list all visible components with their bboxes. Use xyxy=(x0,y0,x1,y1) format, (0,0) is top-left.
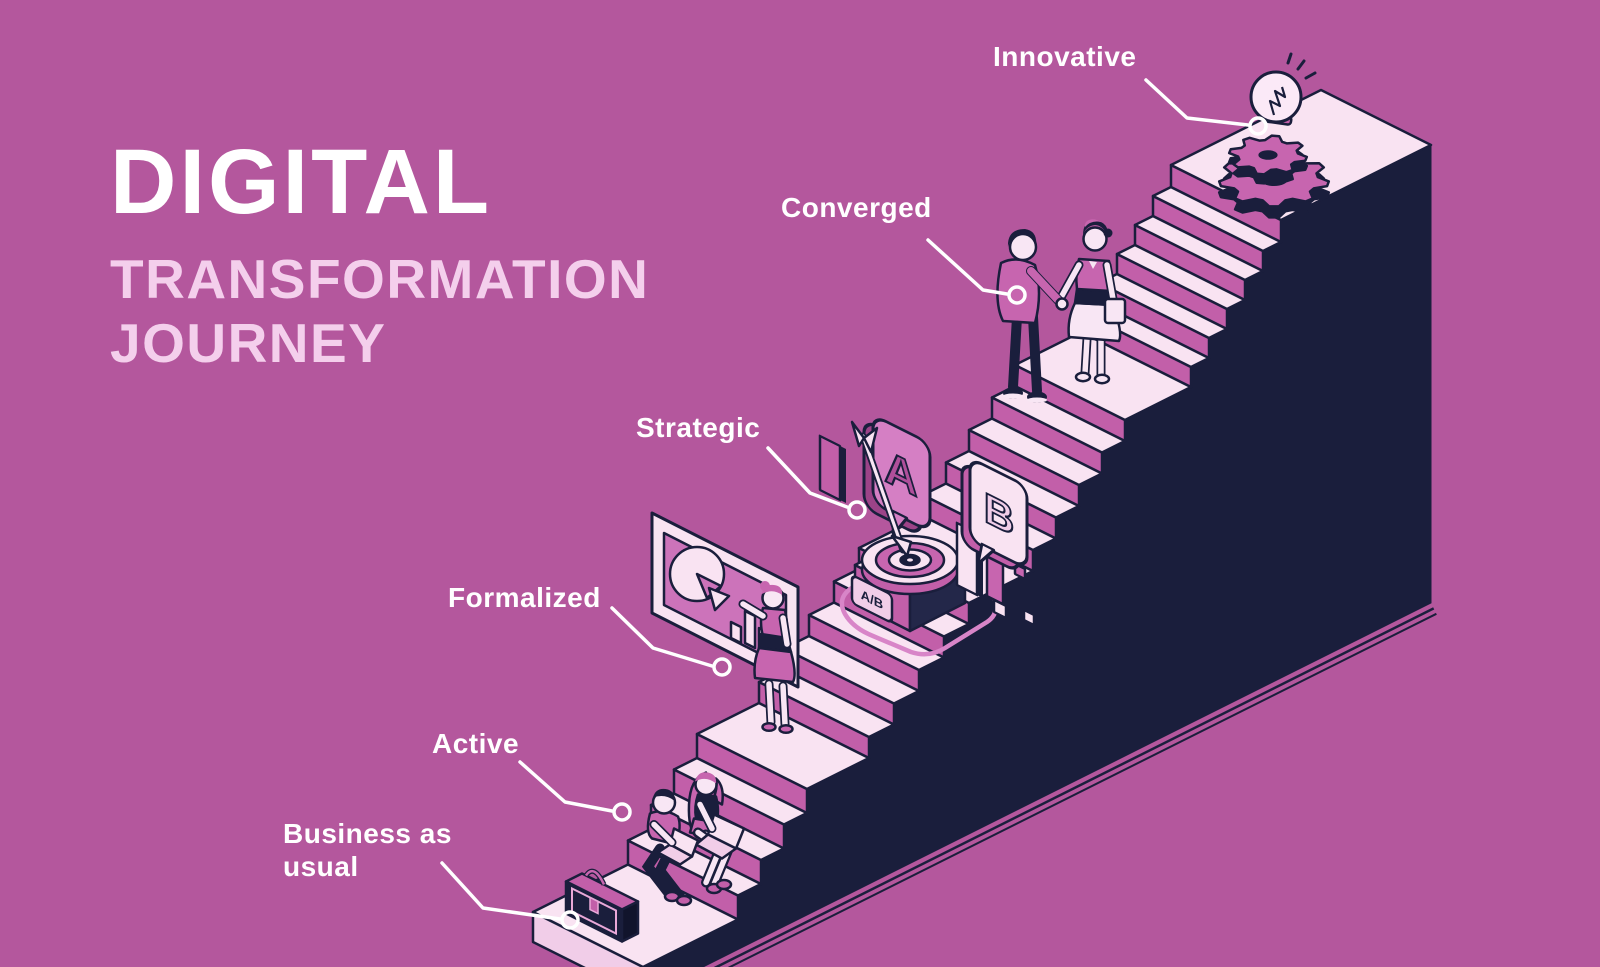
stage-label: Formalized xyxy=(448,582,601,613)
stage-label: Strategic xyxy=(636,412,760,443)
baseboard-lines xyxy=(713,607,1437,967)
lightbulb-gears-icon xyxy=(1217,52,1331,219)
stage-labels: Business as usual Active Formalized Stra… xyxy=(283,41,1268,930)
stage-label: Business as xyxy=(283,818,452,849)
handshake-icon xyxy=(996,219,1127,403)
label-formalized: Formalized xyxy=(448,582,732,677)
gear-hole xyxy=(1258,150,1278,160)
people-working-on-laptops-icon xyxy=(641,771,746,907)
briefcase-icon xyxy=(564,868,640,943)
presenter-person xyxy=(738,581,796,735)
leader-marker xyxy=(612,802,632,822)
ab-test-target-icon: B A A/B xyxy=(818,418,1036,657)
variant-b-bubble: B xyxy=(960,460,1029,570)
label-converged: Converged xyxy=(781,192,1027,305)
label-business-as-usual: Business as usual xyxy=(283,818,580,930)
page-subtitle-line2: JOURNEY xyxy=(110,312,386,374)
page-title: DIGITAL xyxy=(110,131,492,233)
label-active: Active xyxy=(432,728,632,822)
variant-a-bubble: A xyxy=(862,418,932,537)
ab-plate: A/B xyxy=(850,575,894,623)
presentation-board-icon xyxy=(650,511,800,735)
label-innovative: Innovative xyxy=(993,41,1268,136)
page-subtitle-line1: TRANSFORMATION xyxy=(110,248,649,310)
leader-marker xyxy=(1007,285,1027,305)
baseboard-line xyxy=(727,612,1437,967)
stage-label: Active xyxy=(432,728,519,759)
label-strategic: Strategic xyxy=(636,412,867,520)
pie-chart-icon xyxy=(668,545,731,612)
baseboard-line xyxy=(713,607,1435,967)
title-block: DIGITAL TRANSFORMATION JOURNEY xyxy=(110,131,649,374)
handshake-woman xyxy=(1054,219,1127,385)
stage-label: Innovative xyxy=(993,41,1136,72)
handshake-man xyxy=(996,229,1069,403)
stage-label: usual xyxy=(283,851,359,882)
leader-marker xyxy=(1248,116,1268,136)
leader-marker xyxy=(560,910,580,930)
stage-label: Converged xyxy=(781,192,932,223)
gears-icon xyxy=(1217,134,1331,219)
leader-marker xyxy=(847,500,867,520)
bulb-filament xyxy=(1268,86,1287,116)
leader-marker xyxy=(712,657,732,677)
